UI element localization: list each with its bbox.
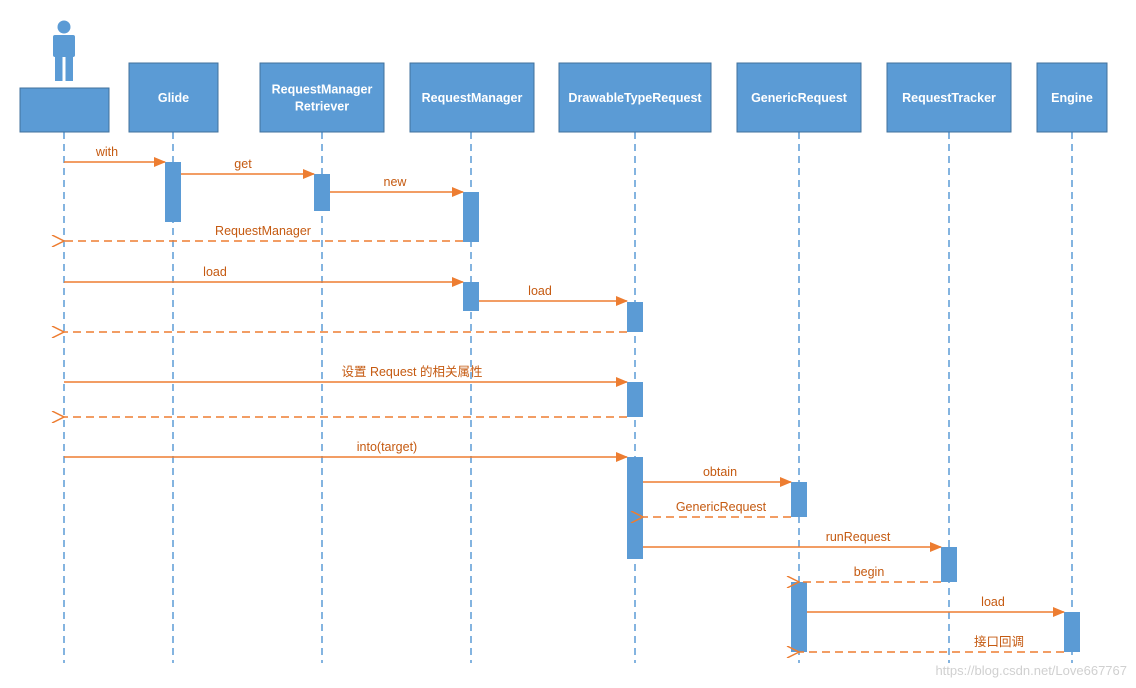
message-call: load <box>64 265 464 287</box>
message-call: obtain <box>643 465 792 487</box>
actor-box <box>19 87 110 133</box>
message-label: begin <box>854 565 885 579</box>
participant-glide: Glide <box>128 62 219 133</box>
message-label: RequestManager <box>215 224 311 238</box>
activation-bar-drawable <box>627 457 643 559</box>
message-label: get <box>234 157 252 171</box>
participant-label: Retriever <box>295 100 349 114</box>
activation-bar-generic <box>791 482 807 517</box>
participant-box <box>259 62 385 133</box>
actor <box>19 20 110 133</box>
message-call: runRequest <box>643 530 942 552</box>
participants: GlideRequestManagerRetrieverRequestManag… <box>128 62 1108 133</box>
message-label: 设置 Request 的相关属性 <box>341 364 482 379</box>
message-call: new <box>330 175 464 197</box>
message-return: RequestManager <box>64 224 463 241</box>
message-label: with <box>95 145 118 159</box>
message-label: 接口回调 <box>974 634 1024 649</box>
participant-box <box>1036 62 1108 133</box>
message-call: load <box>807 595 1065 617</box>
activation-bar-generic <box>791 582 807 652</box>
participant-label: RequestManager <box>422 91 523 105</box>
activation-bars <box>165 162 1080 652</box>
message-label: runRequest <box>826 530 891 544</box>
participant-label: Engine <box>1051 91 1093 105</box>
participant-box <box>886 62 1012 133</box>
activation-bar-retriever <box>314 174 330 211</box>
lifelines <box>63 132 1073 663</box>
activation-bar-drawable <box>627 382 643 417</box>
message-label: obtain <box>703 465 737 479</box>
participant-box <box>558 62 712 133</box>
participant-manager: RequestManager <box>409 62 535 133</box>
person-icon <box>53 20 75 81</box>
message-label: GenericRequest <box>676 500 767 514</box>
participant-label: Glide <box>158 91 189 105</box>
message-call: load <box>479 284 628 306</box>
participant-box <box>409 62 535 133</box>
activation-bar-engine <box>1064 612 1080 652</box>
activation-bar-manager <box>463 192 479 242</box>
activation-bar-tracker <box>941 547 957 582</box>
watermark: https://blog.csdn.net/Love667767 <box>935 663 1127 678</box>
participant-label: GenericRequest <box>751 91 848 105</box>
participant-engine: Engine <box>1036 62 1108 133</box>
message-label: load <box>528 284 552 298</box>
message-call: with <box>64 145 166 167</box>
activation-bar-drawable <box>627 302 643 332</box>
activation-bar-glide <box>165 162 181 222</box>
participant-tracker: RequestTracker <box>886 62 1012 133</box>
message-label: new <box>384 175 408 189</box>
message-return: GenericRequest <box>643 500 791 517</box>
message-label: into(target) <box>357 440 417 454</box>
message-label: load <box>981 595 1005 609</box>
message-call: 设置 Request 的相关属性 <box>64 364 628 387</box>
participant-box <box>128 62 219 133</box>
message-label: load <box>203 265 227 279</box>
participant-generic: GenericRequest <box>736 62 862 133</box>
participant-label: RequestManager <box>272 83 373 97</box>
message-return: begin <box>799 565 941 582</box>
message-call: get <box>181 157 315 179</box>
activation-bar-manager <box>463 282 479 311</box>
participant-box <box>736 62 862 133</box>
participant-label: DrawableTypeRequest <box>568 91 702 105</box>
participant-drawable: DrawableTypeRequest <box>558 62 712 133</box>
message-call: into(target) <box>64 440 628 462</box>
message-return: 接口回调 <box>799 634 1064 652</box>
participant-label: RequestTracker <box>902 91 996 105</box>
